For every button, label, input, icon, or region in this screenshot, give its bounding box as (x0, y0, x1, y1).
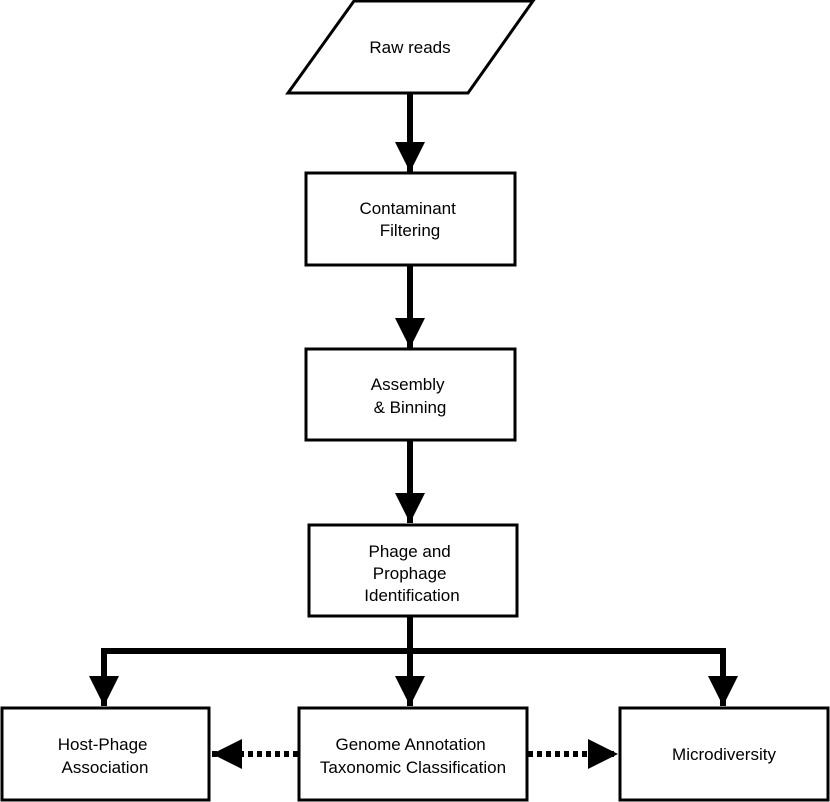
node-host-phage-association-line-2: Association (62, 758, 149, 777)
node-host-phage-association: Host-Phage Association (0, 706, 211, 802)
node-contaminant-filtering-label: Contaminant Filtering (359, 199, 460, 240)
node-microdiversity-label: Microdiversity (672, 745, 776, 764)
node-phage-identification: Phage and Prophage Identification (307, 523, 519, 618)
node-phage-identification-line-1: Phage and (369, 542, 451, 561)
node-microdiversity-shape (618, 706, 830, 802)
node-raw-reads-shape (285, 0, 536, 95)
node-raw-reads-line-1: Raw reads (369, 38, 450, 57)
node-assembly-binning-label: Assembly & Binning (371, 375, 449, 417)
node-genome-annotation-line-1: Genome Annotation (335, 735, 485, 754)
node-raw-reads-label: Raw reads (369, 38, 450, 57)
node-assembly-binning-line-1: Assembly (371, 375, 445, 394)
node-contaminant-filtering-line-1: Contaminant (359, 199, 456, 218)
node-host-phage-association-shape (0, 706, 211, 802)
edges (89, 94, 738, 769)
node-genome-annotation-line-2: Taxonomic Classification (320, 758, 506, 777)
node-assembly-binning: Assembly & Binning (304, 347, 517, 442)
node-contaminant-filtering-shape (304, 171, 517, 267)
node-phage-identification-label: Phage and Prophage Identification (364, 542, 459, 605)
node-contaminant-filtering-line-2: Filtering (380, 221, 440, 240)
node-host-phage-association-label: Host-Phage Association (58, 735, 153, 777)
node-phage-identification-line-3: Identification (364, 586, 459, 605)
node-genome-annotation-shape (297, 706, 529, 802)
node-host-phage-association-line-1: Host-Phage (58, 735, 148, 754)
node-phage-identification-shape (307, 523, 519, 618)
node-genome-annotation-label: Genome Annotation Taxonomic Classificati… (320, 735, 506, 777)
node-microdiversity: Microdiversity (618, 706, 830, 802)
node-contaminant-filtering: Contaminant Filtering (304, 171, 517, 267)
node-assembly-binning-line-2: & Binning (374, 398, 447, 417)
node-microdiversity-line-1: Microdiversity (672, 745, 776, 764)
node-phage-identification-line-2: Prophage (373, 564, 447, 583)
node-raw-reads: Raw reads (285, 0, 536, 95)
node-assembly-binning-shape (304, 347, 517, 442)
node-genome-annotation: Genome Annotation Taxonomic Classificati… (297, 706, 529, 802)
